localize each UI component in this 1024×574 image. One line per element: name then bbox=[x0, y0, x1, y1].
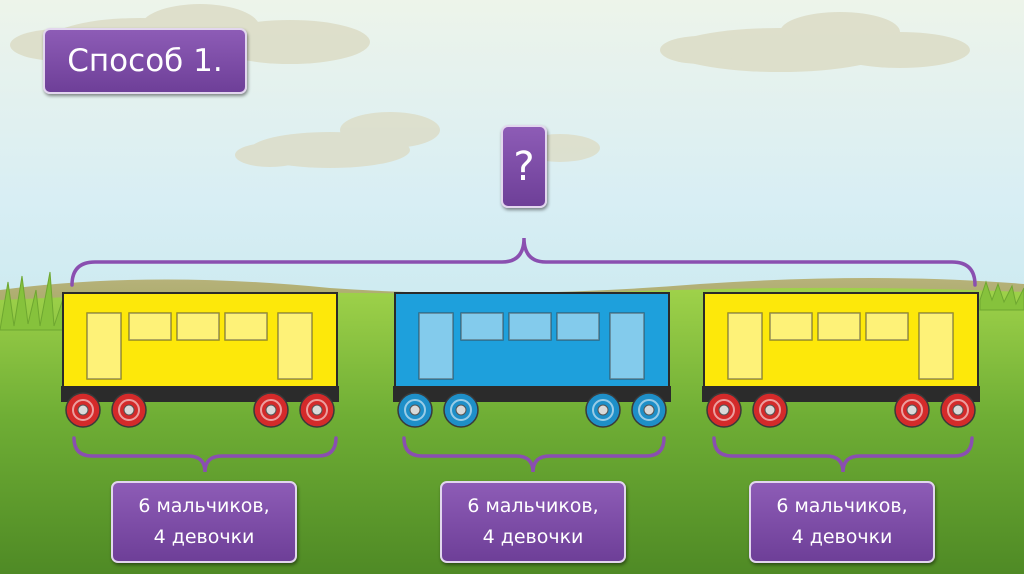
wheel-hub bbox=[643, 404, 655, 416]
wagons-layer bbox=[61, 292, 980, 428]
wagon-2-wheel-1 bbox=[397, 392, 433, 428]
question-label-text: ? bbox=[513, 143, 535, 190]
wagon-3-wheel-4 bbox=[940, 392, 976, 428]
wagon-1-wheel-1 bbox=[65, 392, 101, 428]
wagon-3-window-2 bbox=[817, 312, 861, 341]
wagon-caption-3: 6 мальчиков, 4 девочки bbox=[749, 481, 935, 563]
method-label: Способ 1. bbox=[43, 28, 247, 94]
wheel-hub bbox=[764, 404, 776, 416]
wagon-2-chassis bbox=[393, 386, 671, 402]
wagon-caption-3-line2: 4 девочки bbox=[791, 526, 893, 548]
wagon-1-window-3 bbox=[224, 312, 268, 341]
wheel-hub bbox=[265, 404, 277, 416]
wagon-3-door-right bbox=[918, 312, 954, 380]
wheel-hub bbox=[77, 404, 89, 416]
wagon-brace-1 bbox=[72, 436, 338, 473]
wagon-caption-1-line2: 4 девочки bbox=[153, 526, 255, 548]
wheel-hub bbox=[597, 404, 609, 416]
wheel-ring bbox=[72, 399, 94, 421]
wagon-2-wheel-2 bbox=[443, 392, 479, 428]
wagon-3-door-left bbox=[727, 312, 763, 380]
total-brace bbox=[70, 237, 977, 287]
wheel-hub bbox=[455, 404, 467, 416]
wagon-1-wheel-3 bbox=[253, 392, 289, 428]
wheel-ring bbox=[713, 399, 735, 421]
wheel-ring bbox=[759, 399, 781, 421]
wheel-hub bbox=[906, 404, 918, 416]
cloud-top-right bbox=[660, 12, 970, 72]
wheel-hub bbox=[123, 404, 135, 416]
wagon-1-door-right bbox=[277, 312, 313, 380]
wagon-2-window-1 bbox=[460, 312, 504, 341]
wagon-1 bbox=[61, 292, 339, 428]
wagon-3-window-1 bbox=[769, 312, 813, 341]
method-label-text: Способ 1. bbox=[67, 43, 223, 79]
wagon-2-door-left bbox=[418, 312, 454, 380]
wagon-caption-2-line1: 6 мальчиков, bbox=[467, 495, 599, 517]
wagon-caption-1: 6 мальчиков, 4 девочки bbox=[111, 481, 297, 563]
wagon-2-window-3 bbox=[556, 312, 600, 341]
wagon-1-window-1 bbox=[128, 312, 172, 341]
wagon-3 bbox=[702, 292, 980, 428]
wagon-caption-2-line2: 4 девочки bbox=[482, 526, 584, 548]
wagon-2-wheel-4 bbox=[631, 392, 667, 428]
grass-tufts-right bbox=[979, 280, 1024, 311]
wagon-2 bbox=[393, 292, 671, 428]
wheel-hub bbox=[311, 404, 323, 416]
wagon-caption-1-line1: 6 мальчиков, bbox=[138, 495, 270, 517]
wagon-2-door-right bbox=[609, 312, 645, 380]
wagon-brace-3 bbox=[712, 436, 974, 473]
wheel-hub bbox=[952, 404, 964, 416]
wagon-caption-3-line1: 6 мальчиков, bbox=[776, 495, 908, 517]
wagon-1-chassis bbox=[61, 386, 339, 402]
wagon-brace-2 bbox=[402, 436, 666, 473]
wheel-ring bbox=[947, 399, 969, 421]
wheel-ring bbox=[118, 399, 140, 421]
wagon-3-chassis bbox=[702, 386, 980, 402]
wagon-3-window-3 bbox=[865, 312, 909, 341]
wagon-caption-2: 6 мальчиков, 4 девочки bbox=[440, 481, 626, 563]
wheel-ring bbox=[260, 399, 282, 421]
wheel-ring bbox=[450, 399, 472, 421]
wheel-ring bbox=[404, 399, 426, 421]
wheel-hub bbox=[718, 404, 730, 416]
wheel-ring bbox=[638, 399, 660, 421]
wagon-1-window-2 bbox=[176, 312, 220, 341]
wheel-hub bbox=[409, 404, 421, 416]
wheel-ring bbox=[306, 399, 328, 421]
wagon-1-wheel-4 bbox=[299, 392, 335, 428]
wagon-2-wheel-3 bbox=[585, 392, 621, 428]
wagon-2-window-2 bbox=[508, 312, 552, 341]
question-label: ? bbox=[501, 125, 547, 208]
wagon-3-wheel-3 bbox=[894, 392, 930, 428]
wagon-3-wheel-1 bbox=[706, 392, 742, 428]
wagon-3-wheel-2 bbox=[752, 392, 788, 428]
wagon-1-wheel-2 bbox=[111, 392, 147, 428]
wagon-1-door-left bbox=[86, 312, 122, 380]
wheel-ring bbox=[901, 399, 923, 421]
wheel-ring bbox=[592, 399, 614, 421]
